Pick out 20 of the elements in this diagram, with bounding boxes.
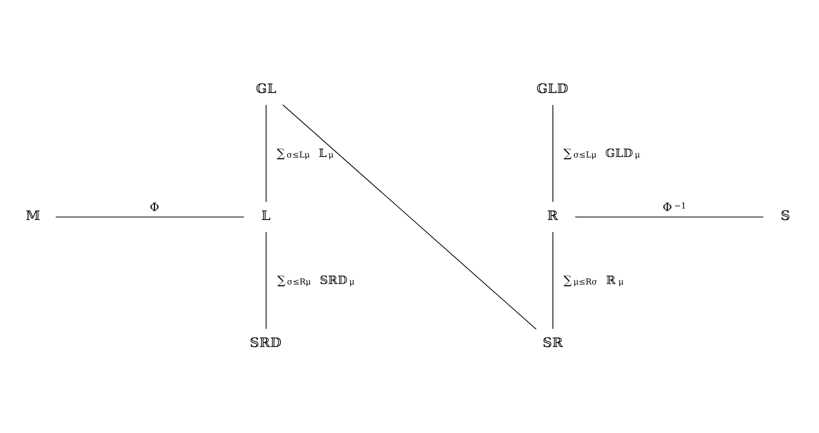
connector: [282, 104, 537, 330]
edge-label: ∑μ≤Rσ ℝμ: [564, 272, 624, 286]
connector: [552, 104, 554, 202]
edge-label: ∑σ≤Rμ 𝕊ℝ𝔻μ: [277, 272, 355, 286]
edge-label: ∑σ≤Lμ 𝕃μ: [276, 145, 334, 160]
connector: [266, 231, 267, 329]
edge-label: ∑σ≤Lμ 𝔾𝕃𝔻μ: [564, 145, 640, 160]
node-text: 𝔾𝕃: [256, 82, 276, 97]
node-text: ℝ: [547, 208, 558, 224]
node-text: 𝕃: [261, 208, 270, 224]
connector: [574, 216, 764, 217]
node-text: 𝕊: [780, 208, 790, 224]
connector: [266, 104, 267, 202]
connector: [552, 231, 554, 329]
node-text: 𝕊ℝ: [542, 336, 563, 351]
node-text: 𝔾𝕃𝔻: [536, 82, 568, 97]
node-text: 𝕊ℝ𝔻: [250, 336, 282, 351]
node-text: 𝕄: [26, 208, 40, 224]
edge-label: Φ: [150, 200, 160, 214]
connector: [55, 216, 244, 217]
